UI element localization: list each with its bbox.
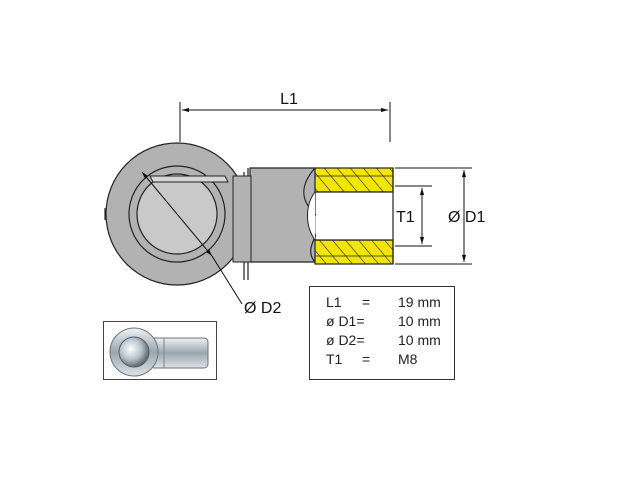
spec-value: 10 mm: [398, 313, 441, 329]
spec-value: M8: [398, 351, 418, 367]
spec-value: 10 mm: [398, 332, 441, 348]
l1-label: L1: [280, 91, 298, 108]
spec-param: ø D1=: [326, 313, 365, 329]
t1-dimension: T1: [395, 185, 432, 247]
l1-dimension: L1: [179, 91, 391, 142]
spec-row: ø D1= 10 mm: [326, 312, 454, 331]
d2-dimension: Ø D2: [141, 171, 281, 317]
ball-socket-photo-icon: [109, 327, 209, 377]
t1-label: T1: [396, 209, 415, 226]
spec-param: T1: [326, 351, 343, 367]
spec-equals: =: [362, 294, 371, 310]
d2-label: Ø D2: [244, 300, 281, 317]
spec-row: ø D2= 10 mm: [326, 331, 454, 350]
spec-equals: =: [362, 351, 371, 367]
spec-table: L1 = 19 mm ø D1= 10 mm ø D2= 10 mm T1 = …: [309, 286, 455, 380]
spec-param: ø D2=: [326, 332, 365, 348]
spec-row: L1 = 19 mm: [326, 293, 454, 312]
product-photo: [103, 321, 217, 380]
spec-param: L1: [326, 294, 342, 310]
d1-label: Ø D1: [448, 209, 485, 226]
socket-shaft: [232, 167, 320, 263]
threaded-section: [307, 167, 394, 265]
spec-row: T1 = M8: [326, 350, 454, 369]
spec-value: 19 mm: [398, 294, 441, 310]
d1-dimension: Ø D1: [395, 167, 485, 265]
